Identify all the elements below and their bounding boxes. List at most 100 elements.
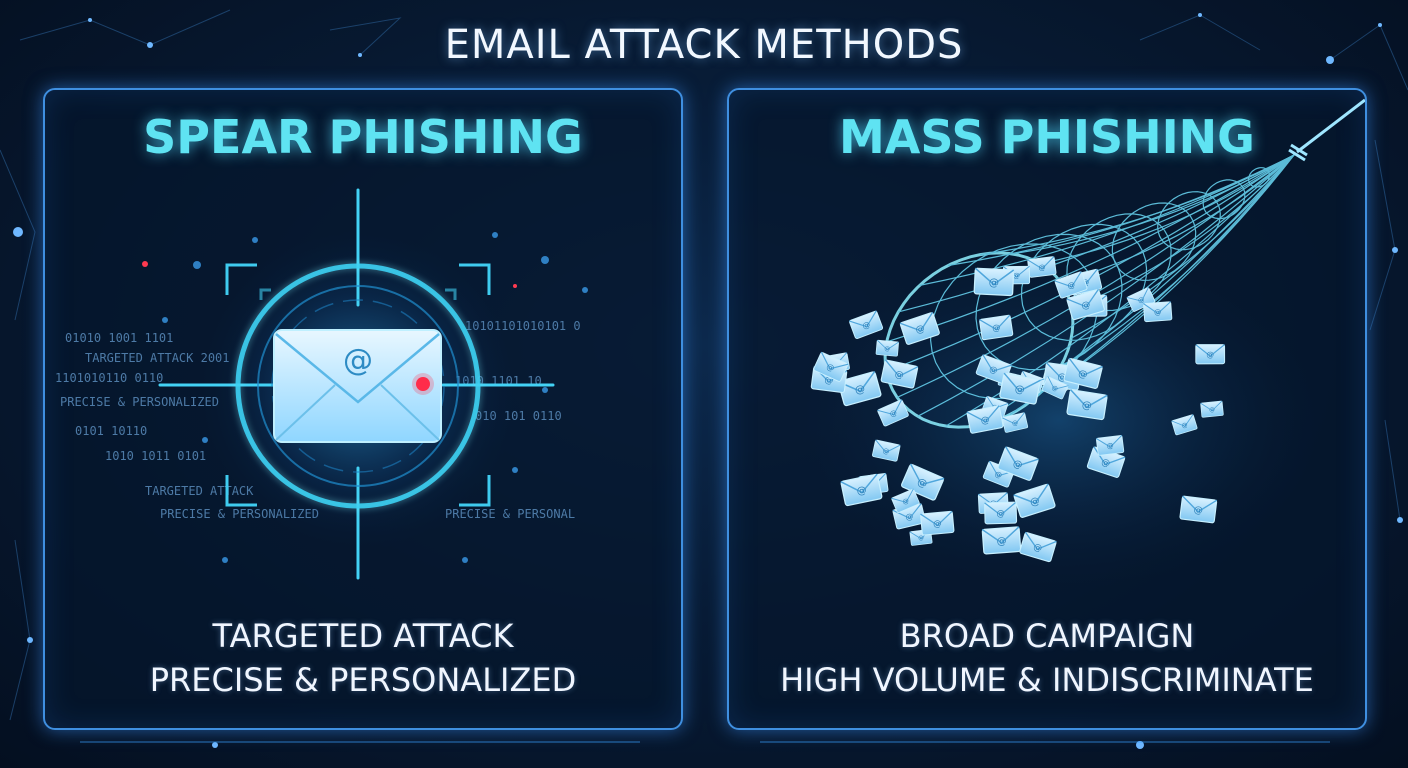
svg-text:1101010110 0110: 1101010110 0110 xyxy=(55,371,163,385)
svg-text:@: @ xyxy=(1032,542,1043,554)
envelope-icon: @ xyxy=(1013,483,1056,518)
svg-text:@: @ xyxy=(1181,421,1189,429)
svg-text:@: @ xyxy=(1209,407,1216,414)
svg-text:@: @ xyxy=(1154,307,1162,316)
envelope-icon: @ xyxy=(840,473,883,507)
svg-text:0101 10110: 0101 10110 xyxy=(75,424,147,438)
svg-text:@: @ xyxy=(861,320,872,331)
envelope-icon: @ xyxy=(981,526,1022,555)
net-strand xyxy=(917,154,1295,417)
envelope-icon: @ xyxy=(984,501,1018,525)
svg-text:@: @ xyxy=(991,322,1001,333)
svg-text:@: @ xyxy=(1137,295,1146,305)
envelope-swarm: @@@@@@@@@@@@@@@@@@@@@@@@@@@@@@@@@@@@@@@@… xyxy=(810,256,1226,563)
spear-phishing-heading: SPEAR PHISHING xyxy=(143,110,583,164)
envelope-icon: @ xyxy=(966,405,1004,434)
svg-text:@: @ xyxy=(1080,300,1091,312)
svg-text:@: @ xyxy=(988,363,999,375)
envelope-icon: @ xyxy=(880,359,919,389)
envelope-icon: @ xyxy=(1171,414,1198,436)
envelope-icon: @ xyxy=(1066,288,1105,321)
mass-phishing-caption-line2: HIGH VOLUME & INDISCRIMINATE xyxy=(780,661,1314,699)
envelope-icon: @ xyxy=(1195,344,1226,365)
envelope-icon: @ xyxy=(837,371,882,407)
envelope-icon: @ xyxy=(1001,412,1029,433)
envelope-icon: @ xyxy=(872,439,901,462)
svg-text:@: @ xyxy=(933,518,942,529)
net-strand xyxy=(896,154,1295,398)
net-ring xyxy=(1111,202,1197,281)
envelope-icon: @ xyxy=(1041,376,1069,400)
mass-phishing-heading: MASS PHISHING xyxy=(839,110,1255,164)
envelope-icon: @ xyxy=(1066,389,1108,421)
net-ring xyxy=(1202,179,1246,220)
svg-text:@: @ xyxy=(1038,262,1046,272)
svg-text:@: @ xyxy=(994,469,1004,480)
crosshair-envelope-icon: 01010 1001 1101 TARGETED ATTACK 2001 110… xyxy=(55,188,588,580)
svg-text:@: @ xyxy=(1081,400,1093,412)
envelope-icon: @ xyxy=(979,314,1014,341)
net-mesh xyxy=(883,154,1295,429)
svg-text:@: @ xyxy=(882,447,891,456)
envelope-icon: @ xyxy=(1054,271,1088,299)
svg-text:@: @ xyxy=(914,323,926,336)
svg-text:@: @ xyxy=(918,535,925,542)
svg-text:@: @ xyxy=(901,496,910,506)
envelope-icon: @ xyxy=(997,446,1039,481)
svg-text:@: @ xyxy=(1014,384,1026,397)
svg-text:@: @ xyxy=(1013,272,1020,280)
envelope-icon: @ xyxy=(273,329,442,443)
svg-text:@: @ xyxy=(824,375,834,386)
svg-text:@: @ xyxy=(1066,280,1076,291)
envelope-icon: @ xyxy=(1095,434,1125,456)
envelope-icon: @ xyxy=(975,354,1012,385)
svg-text:01010 1001 1101: 01010 1001 1101 xyxy=(65,331,173,345)
svg-text:@: @ xyxy=(1106,442,1114,451)
envelope-icon: @ xyxy=(920,510,955,536)
spear-phishing-caption-line1: TARGETED ATTACK xyxy=(212,617,514,655)
envelope-icon: @ xyxy=(891,488,920,513)
svg-text:@: @ xyxy=(980,415,991,427)
net-ring xyxy=(929,243,1099,400)
page-title: EMAIL ATTACK METHODS xyxy=(444,22,964,68)
net-strand xyxy=(1040,154,1295,265)
spear-phishing-caption-line2: PRECISE & PERSONALIZED xyxy=(149,661,577,699)
svg-text:@: @ xyxy=(884,346,891,353)
svg-text:@: @ xyxy=(856,485,868,498)
svg-text:@: @ xyxy=(1029,495,1042,508)
svg-text:@: @ xyxy=(1011,458,1024,472)
mass-phishing-panel: @@@@@@@@@@@@@@@@@@@@@@@@@@@@@@@@@@@@@@@@… xyxy=(727,88,1367,730)
envelope-icon: @ xyxy=(1063,357,1103,389)
net-ring xyxy=(975,233,1123,371)
svg-text:PRECISE & PERSONALIZED: PRECISE & PERSONALIZED xyxy=(60,395,219,409)
envelope-icon: @ xyxy=(901,463,945,501)
svg-text:@: @ xyxy=(1011,418,1019,427)
envelope-icon: @ xyxy=(848,310,884,340)
svg-text:@: @ xyxy=(996,508,1005,518)
envelope-icon: @ xyxy=(813,351,849,382)
net-strand xyxy=(945,154,1295,427)
svg-text:@: @ xyxy=(996,536,1007,548)
svg-text:@: @ xyxy=(1057,371,1068,383)
envelope-icon: @ xyxy=(999,372,1041,405)
svg-text:1010 1011 0101: 1010 1011 0101 xyxy=(105,449,206,463)
svg-text:@: @ xyxy=(904,512,914,523)
mass-phishing-caption-line1: BROAD CAMPAIGN xyxy=(899,617,1195,655)
svg-text:@: @ xyxy=(1193,504,1203,516)
svg-text:@: @ xyxy=(988,277,999,289)
fishing-net-icon: @@@@@@@@@@@@@@@@@@@@@@@@@@@@@@@@@@@@@@@@… xyxy=(799,98,1365,590)
envelope-icon: @ xyxy=(899,311,940,345)
svg-text:@: @ xyxy=(1077,368,1089,381)
net-strand xyxy=(980,154,1295,256)
envelope-icon: @ xyxy=(1143,301,1173,323)
envelope-icon: @ xyxy=(1200,400,1224,418)
net-handle xyxy=(1288,98,1365,162)
svg-text:TARGETED ATTACK 2001: TARGETED ATTACK 2001 xyxy=(85,351,230,365)
svg-text:@: @ xyxy=(343,343,373,378)
svg-text:@: @ xyxy=(1100,457,1112,469)
svg-text:@: @ xyxy=(888,408,898,419)
svg-text:@: @ xyxy=(1051,384,1059,393)
envelope-icon: @ xyxy=(1027,256,1057,278)
svg-text:@: @ xyxy=(825,362,836,374)
